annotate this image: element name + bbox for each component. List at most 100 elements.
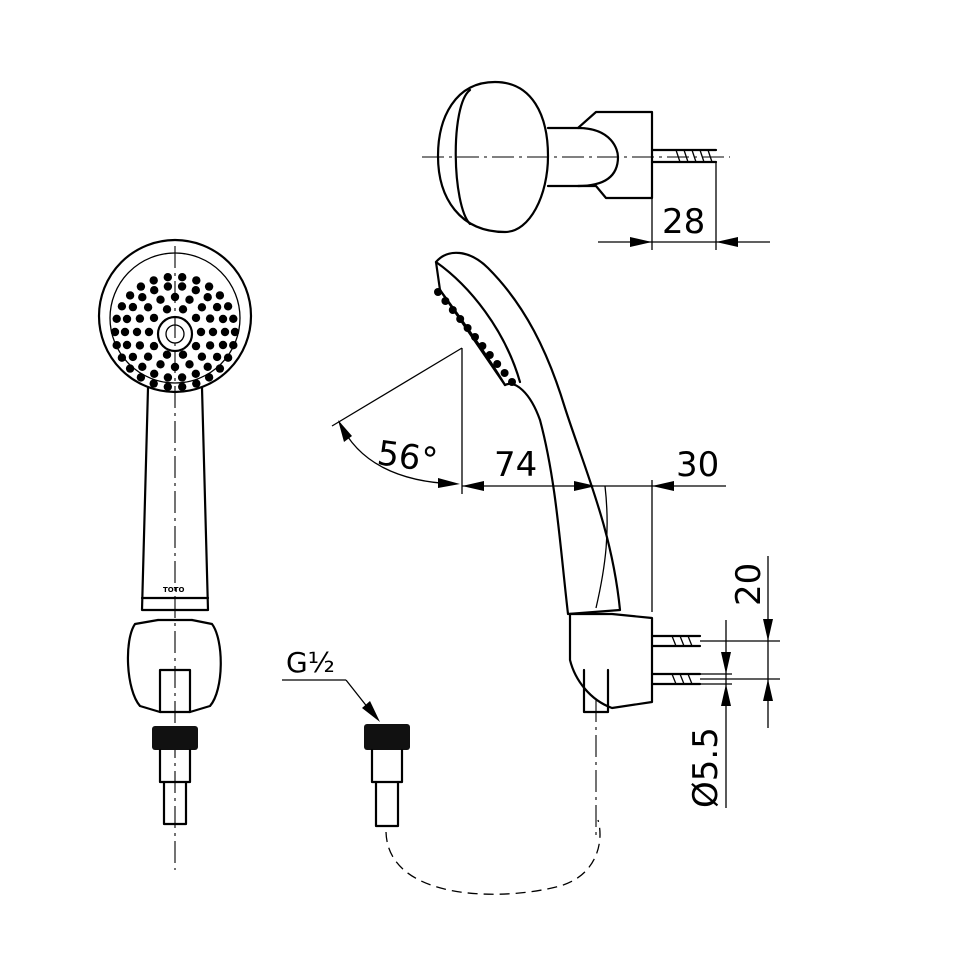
nozzle-dot bbox=[212, 352, 222, 362]
nozzle-dot bbox=[125, 364, 135, 373]
nozzle-dot bbox=[128, 302, 138, 312]
dimension-label-30: 30 bbox=[676, 445, 719, 485]
nozzle-dot bbox=[178, 382, 187, 391]
nozzle-dot bbox=[144, 327, 154, 337]
nozzle-dot bbox=[122, 340, 132, 350]
nozzle-dot bbox=[150, 286, 159, 295]
nozzle-dot bbox=[203, 362, 212, 371]
nozzle-dot bbox=[122, 314, 132, 324]
nozzle-dot bbox=[120, 327, 130, 337]
nozzle-dot bbox=[178, 305, 188, 314]
nozzle-dot bbox=[149, 313, 159, 323]
nozzle-dot bbox=[229, 314, 238, 323]
nozzle-dot bbox=[185, 360, 194, 369]
side-nozzle-dot bbox=[456, 315, 465, 323]
nozzle-dot bbox=[150, 369, 159, 378]
brand-mark: TOTO bbox=[163, 586, 185, 594]
nozzle-dot bbox=[149, 276, 158, 285]
nozzle-dot bbox=[220, 327, 230, 337]
nozzle-dot bbox=[128, 352, 138, 362]
nozzle-dot bbox=[177, 282, 187, 291]
nozzle-dot bbox=[170, 362, 180, 372]
side-nozzle-dot bbox=[493, 360, 502, 368]
nozzle-dot bbox=[230, 327, 240, 337]
dimension-label-56: 56° bbox=[375, 433, 440, 481]
nozzle-dot bbox=[112, 314, 121, 323]
nozzle-dot bbox=[191, 286, 200, 295]
hand-shower-side-view bbox=[434, 251, 702, 840]
hand-shower-front-view: TOTO bbox=[97, 238, 253, 870]
nozzle-dot bbox=[205, 314, 215, 323]
hose-connector-detail: G½ bbox=[282, 646, 601, 895]
nozzle-dot bbox=[197, 352, 207, 361]
nozzle-dot bbox=[163, 373, 173, 382]
nozzle-dot bbox=[110, 327, 120, 337]
spray-nozzles bbox=[110, 273, 240, 391]
nozzle-dot bbox=[218, 340, 228, 350]
dimension-20-diameter: 20 Ø5.5 bbox=[686, 556, 780, 808]
nozzle-dot bbox=[215, 291, 225, 300]
nozzle-dot bbox=[163, 282, 173, 291]
nozzle-dot bbox=[143, 352, 153, 361]
nozzle-dot bbox=[223, 353, 233, 362]
nozzle-dot bbox=[112, 341, 121, 350]
nozzle-dot bbox=[135, 341, 145, 350]
nozzle-dot bbox=[192, 379, 201, 388]
nozzle-dot bbox=[163, 382, 172, 391]
side-nozzle-dot bbox=[478, 342, 487, 350]
nozzle-dot bbox=[136, 282, 146, 291]
side-nozzle-dot bbox=[471, 333, 479, 341]
nozzle-dot bbox=[218, 314, 228, 324]
nozzle-dot bbox=[197, 303, 207, 312]
hose-nut-front bbox=[152, 726, 198, 750]
nozzle-dot bbox=[212, 302, 222, 312]
dimension-label-74: 74 bbox=[494, 445, 537, 485]
nozzle-dot bbox=[163, 273, 172, 282]
side-nozzle-dot bbox=[434, 288, 442, 296]
nozzle-dot bbox=[125, 291, 135, 300]
side-nozzle-dot bbox=[485, 351, 494, 359]
nozzle-dot bbox=[215, 364, 225, 373]
nozzle-dot bbox=[192, 276, 201, 285]
nozzle-dot bbox=[138, 293, 147, 302]
dimension-label-28: 28 bbox=[662, 202, 705, 242]
thread-label: G½ bbox=[286, 646, 335, 679]
nozzle-dot bbox=[204, 282, 214, 291]
nozzle-dot bbox=[177, 373, 187, 382]
nozzle-dot bbox=[191, 313, 201, 323]
nozzle-dot bbox=[117, 302, 127, 311]
nozzle-dot bbox=[156, 295, 165, 304]
nozzle-dot bbox=[162, 350, 172, 359]
dimension-label-diameter: Ø5.5 bbox=[686, 727, 726, 808]
nozzle-dot bbox=[143, 303, 153, 312]
side-nozzle-dot bbox=[463, 324, 472, 332]
nozzle-dot bbox=[136, 373, 146, 382]
nozzle-dot bbox=[191, 369, 200, 378]
hose-nut-side bbox=[364, 724, 410, 750]
nozzle-dot bbox=[204, 373, 214, 382]
nozzle-dot bbox=[135, 314, 145, 323]
nozzle-dot bbox=[132, 327, 142, 337]
side-nozzle-dot bbox=[441, 297, 450, 305]
side-nozzle-dot bbox=[508, 378, 516, 386]
nozzle-dot bbox=[149, 379, 158, 388]
dimension-74-30: 74 30 bbox=[462, 445, 726, 612]
nozzle-dot bbox=[208, 327, 218, 337]
nozzle-dot bbox=[156, 360, 165, 369]
hose-path bbox=[385, 819, 601, 895]
nozzle-dot bbox=[138, 362, 147, 371]
nozzle-dot bbox=[196, 327, 206, 337]
nozzle-dot bbox=[170, 292, 180, 302]
nozzle-dot bbox=[162, 305, 172, 314]
nozzle-dot bbox=[117, 353, 127, 362]
nozzle-dot bbox=[223, 302, 233, 311]
nozzle-dot bbox=[191, 341, 201, 351]
side-nozzle-dot bbox=[448, 306, 457, 314]
nozzle-dot bbox=[185, 295, 194, 304]
nozzle-dot bbox=[205, 341, 215, 350]
dimension-label-20: 20 bbox=[729, 563, 769, 606]
nozzle-dot bbox=[149, 341, 159, 351]
side-spray-nozzles bbox=[434, 288, 516, 386]
nozzle-dot bbox=[203, 293, 212, 302]
